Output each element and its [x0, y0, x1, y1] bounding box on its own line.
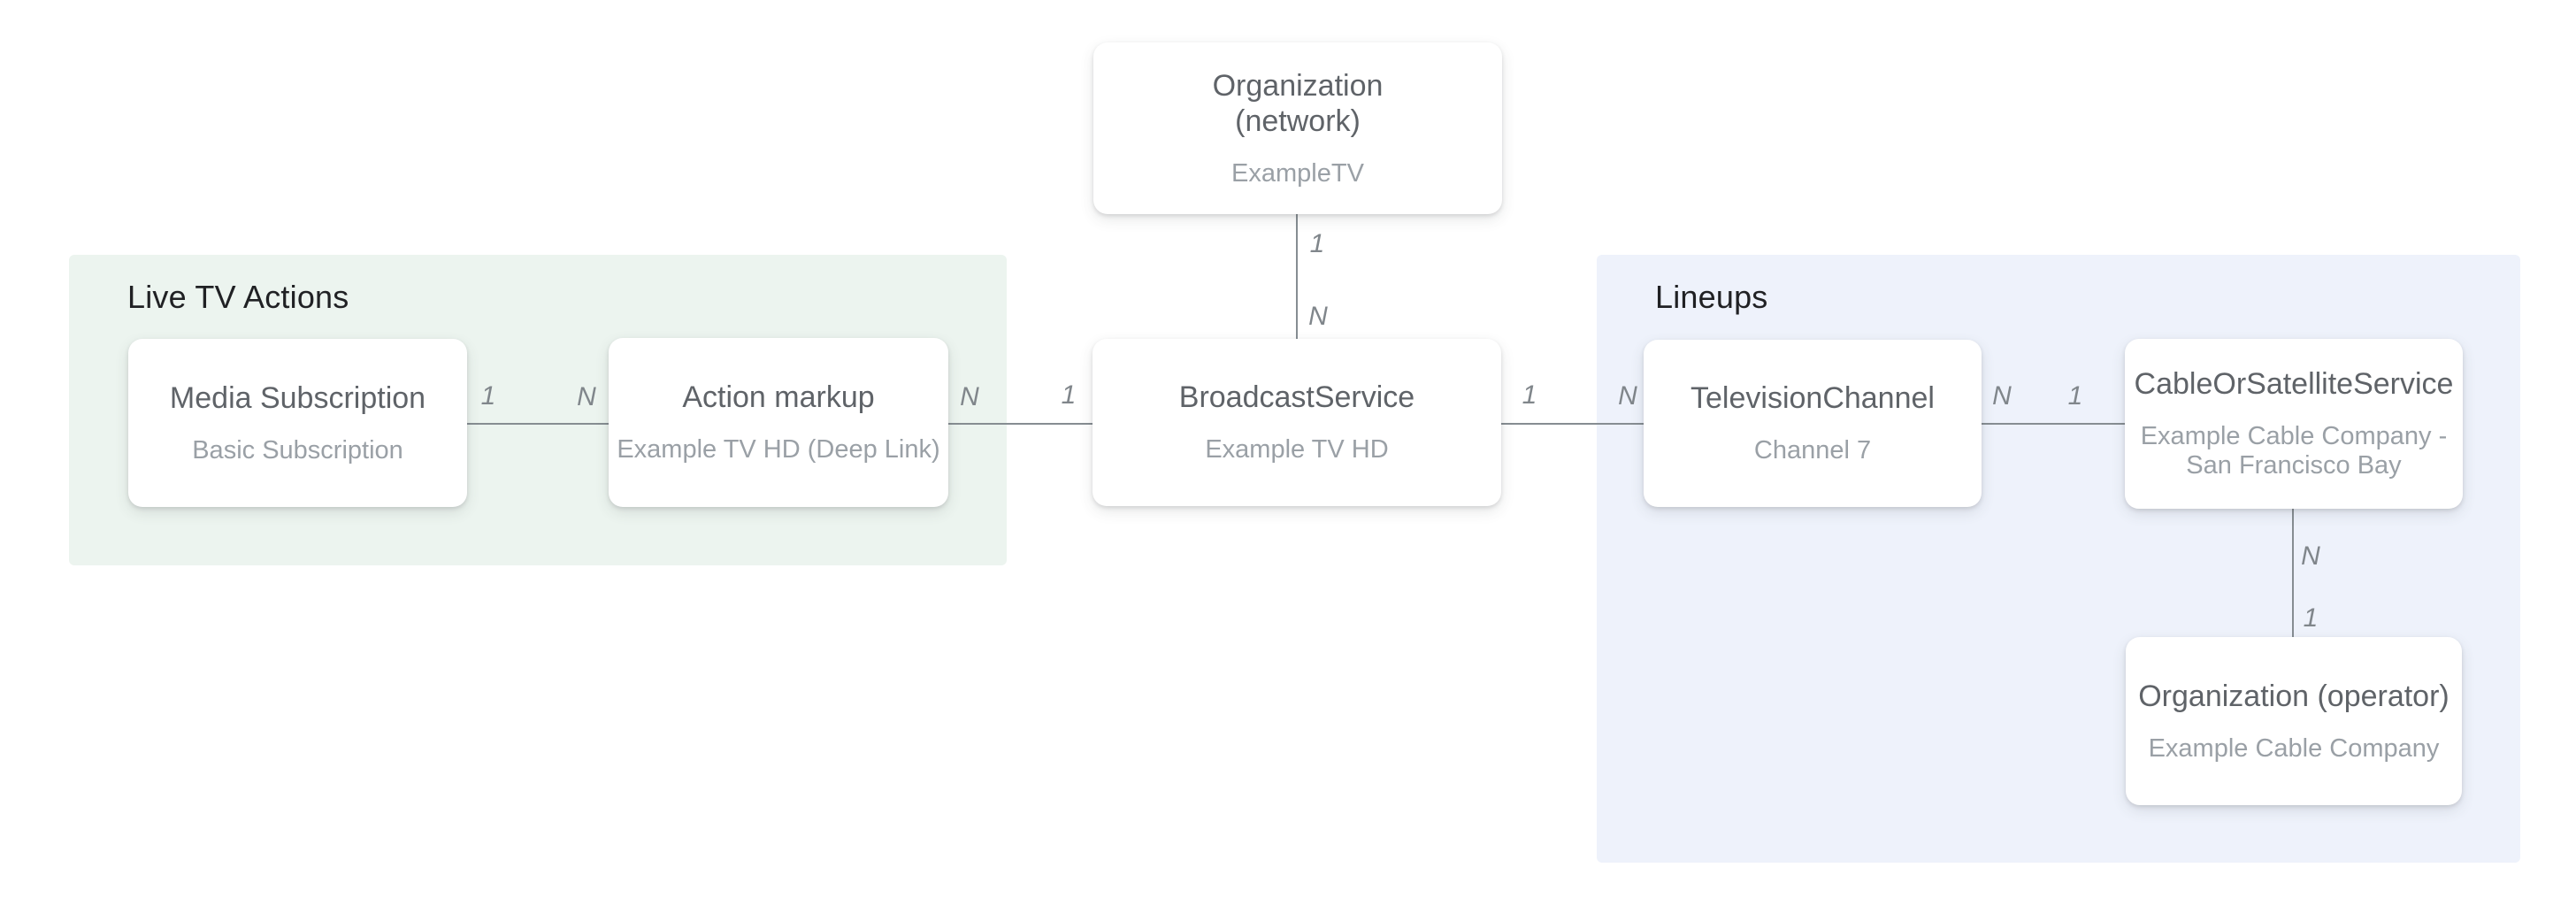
connector-network-to-broadcast: [1296, 214, 1298, 339]
node-title: CableOrSatelliteService: [2134, 367, 2454, 402]
cardinality-broadcast-to-channel-n: N: [1618, 381, 1637, 411]
connector-broadcast-to-channel: [1501, 423, 1644, 425]
cardinality-cable-to-operator-1: 1: [2303, 603, 2319, 633]
cardinality-action-to-broadcast-n: N: [960, 382, 979, 411]
node-title: Media Subscription: [169, 380, 426, 415]
node-subtitle: ExampleTV: [1231, 159, 1364, 188]
cardinality-cable-to-operator-n: N: [2301, 541, 2320, 571]
node-broadcast-service: BroadcastService Example TV HD: [1092, 339, 1501, 506]
node-action-markup: Action markup Example TV HD (Deep Link): [609, 338, 948, 507]
cardinality-media-to-action-1: 1: [480, 381, 496, 411]
region-title-lineups: Lineups: [1655, 279, 1768, 315]
node-cable-or-satellite-service: CableOrSatelliteService Example Cable Co…: [2125, 339, 2463, 509]
connector-cable-to-operator: [2292, 509, 2294, 637]
connector-action-to-broadcast: [948, 423, 1092, 425]
cardinality-network-to-broadcast-n: N: [1308, 302, 1328, 331]
node-title: Organization (operator): [2138, 679, 2450, 713]
node-subtitle: Example TV HD: [1205, 435, 1389, 465]
connector-media-to-action: [467, 423, 609, 425]
cardinality-channel-to-cable-n: N: [1992, 381, 2012, 411]
cardinality-network-to-broadcast-1: 1: [1309, 229, 1325, 258]
node-subtitle: Example TV HD (Deep Link): [617, 435, 940, 465]
connector-channel-to-cable: [1982, 423, 2125, 425]
node-media-subscription: Media Subscription Basic Subscription: [128, 339, 467, 507]
region-title-live-tv-actions: Live TV Actions: [127, 279, 349, 315]
node-television-channel: TelevisionChannel Channel 7: [1644, 340, 1982, 507]
node-subtitle: Basic Subscription: [192, 435, 403, 465]
cardinality-action-to-broadcast-1: 1: [1061, 380, 1077, 410]
cardinality-broadcast-to-channel-1: 1: [1522, 380, 1537, 410]
cardinality-channel-to-cable-1: 1: [2067, 381, 2083, 411]
node-subtitle: Example Cable Company: [2148, 733, 2440, 763]
node-title: BroadcastService: [1178, 380, 1415, 415]
node-subtitle: Channel 7: [1753, 436, 1872, 465]
node-title: Action markup: [682, 380, 875, 415]
node-title: TelevisionChannel: [1690, 381, 1935, 416]
cardinality-media-to-action-n: N: [577, 382, 596, 411]
node-organization-operator: Organization (operator) Example Cable Co…: [2126, 637, 2462, 805]
node-subtitle: Example Cable Company - San Francisco Ba…: [2140, 422, 2448, 480]
node-title: Organization (network): [1212, 68, 1384, 139]
node-organization-network: Organization (network) ExampleTV: [1093, 42, 1502, 214]
